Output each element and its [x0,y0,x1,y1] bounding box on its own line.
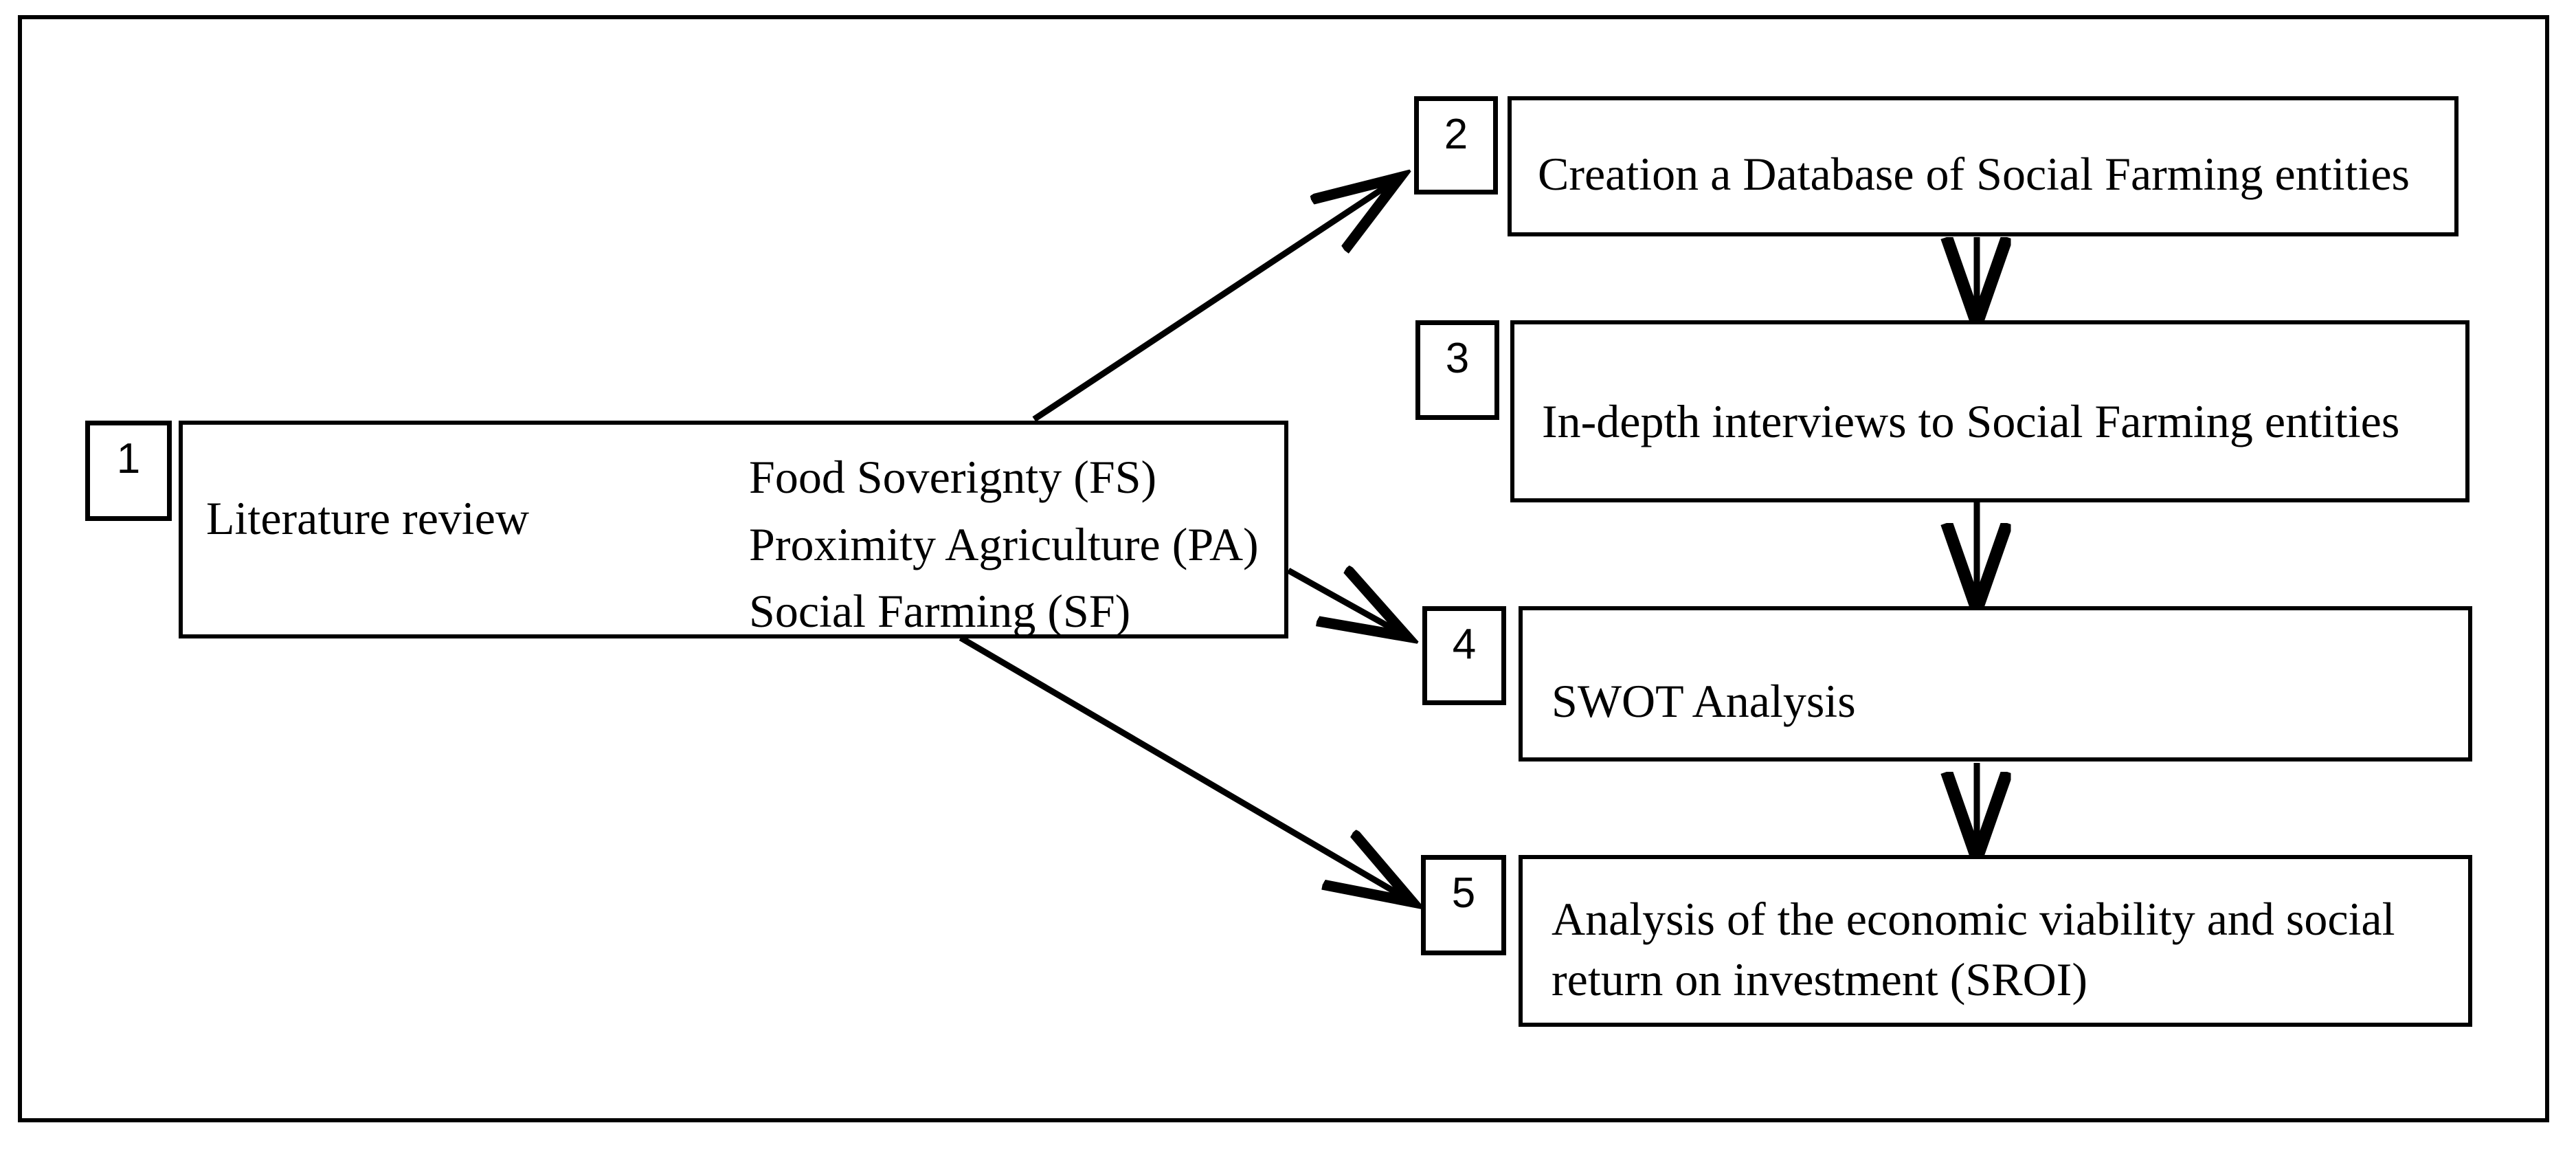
process-box-4-label: SWOT Analysis [1552,675,1856,727]
step-badge-4-label: 4 [1452,621,1477,668]
step-badge-3-label: 3 [1445,335,1470,382]
branch-item-social-farming: Social Farming (SF) [749,585,1131,637]
step-badge-4[interactable]: 4 [1422,606,1506,705]
process-box-5-label-line1: Analysis of the economic viability and s… [1552,893,2395,945]
process-box-5-label-line2: return on investment (SROI) [1552,953,2087,1005]
process-box-2[interactable] [1508,96,2459,236]
step-badge-1[interactable]: 1 [85,421,172,521]
process-box-2-label: Creation a Database of Social Farming en… [1538,148,2410,200]
branch-item-proximity-agriculture: Proximity Agriculture (PA) [749,518,1259,570]
step-badge-2-label: 2 [1444,111,1468,158]
process-box-1-label: Literature review [206,492,530,544]
step-badge-2[interactable]: 2 [1414,96,1498,194]
process-box-5[interactable] [1519,855,2472,1027]
step-badge-5[interactable]: 5 [1421,855,1506,955]
process-box-3[interactable] [1510,320,2469,502]
step-badge-5-label: 5 [1451,869,1476,917]
branch-item-food-soverignty: Food Soverignty (FS) [749,451,1157,503]
step-badge-1-label: 1 [116,435,141,482]
process-box-3-label: In-depth interviews to Social Farming en… [1542,395,2400,447]
step-badge-3[interactable]: 3 [1415,320,1499,420]
